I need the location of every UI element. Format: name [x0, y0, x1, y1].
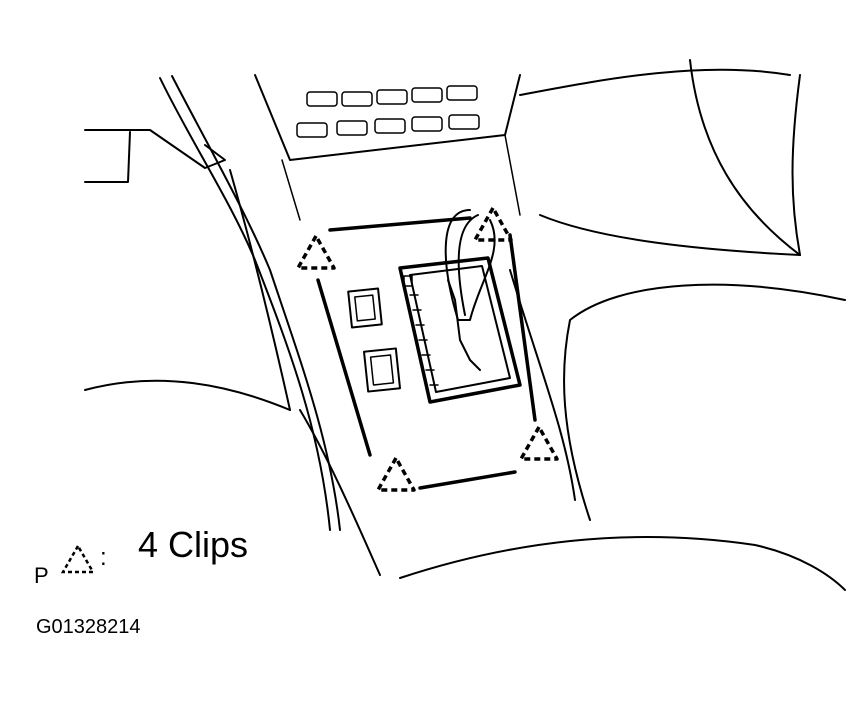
console-trim-panel [316, 216, 537, 490]
dash-button-rows [296, 85, 480, 138]
dashboard-outline [84, 59, 801, 531]
clip-top-left-icon [296, 234, 336, 270]
legend-separator: : [100, 544, 107, 571]
clip-markers [296, 206, 559, 492]
console-switches [347, 287, 402, 393]
clip-bottom-right-icon [519, 425, 559, 461]
legend-prefix: P [34, 563, 49, 588]
legend-clips-label: 4 Clips [138, 524, 249, 565]
figure-id: G01328214 [36, 616, 141, 638]
dashed-triangle-clip-icon [60, 543, 96, 574]
shift-lever [444, 209, 496, 321]
clip-bottom-left-icon [376, 456, 416, 492]
clip-top-right-icon [473, 206, 513, 242]
